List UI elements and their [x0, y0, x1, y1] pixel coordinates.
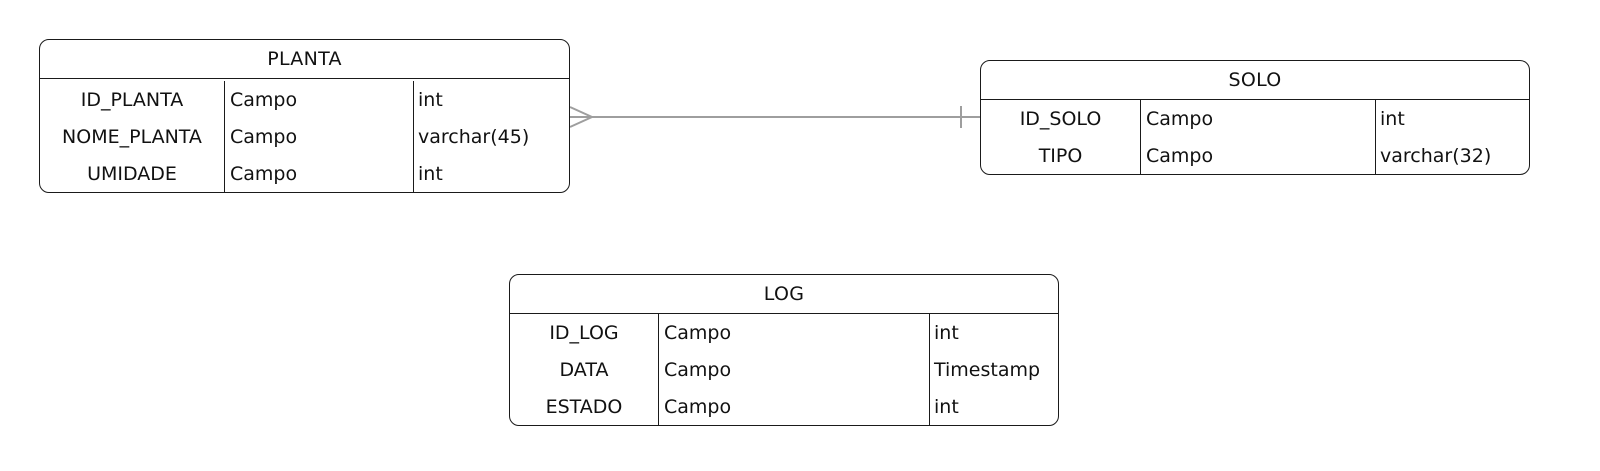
- entity-fields: ID_LOG Campo int DATA Campo Timestamp ES…: [510, 314, 1058, 425]
- field-row[interactable]: DATA Campo Timestamp: [510, 351, 1058, 388]
- field-name: TIPO: [981, 137, 1141, 174]
- field-type: int: [418, 88, 443, 111]
- crows-foot-many-icon: [569, 106, 595, 128]
- entity-planta[interactable]: PLANTA ID_PLANTA Campo int NOME_PLANTA C…: [39, 39, 570, 193]
- entity-fields: ID_PLANTA Campo int NOME_PLANTA Campo va…: [40, 79, 569, 192]
- field-type: varchar(32): [1380, 144, 1492, 167]
- field-row[interactable]: ID_PLANTA Campo int: [40, 81, 569, 118]
- entity-solo[interactable]: SOLO ID_SOLO Campo int TIPO Campo varcha…: [980, 60, 1530, 175]
- field-name: NOME_PLANTA: [40, 118, 225, 155]
- entity-title: SOLO: [981, 61, 1529, 100]
- field-name: ID_PLANTA: [40, 81, 225, 118]
- field-name: UMIDADE: [40, 155, 225, 192]
- field-name: ID_SOLO: [981, 100, 1141, 137]
- field-kind: Campo: [1141, 137, 1376, 174]
- entity-fields: ID_SOLO Campo int TIPO Campo varchar(32): [981, 100, 1529, 174]
- field-kind: Campo: [659, 314, 930, 351]
- field-kind: Campo: [659, 351, 930, 388]
- field-type: Timestamp: [934, 358, 1041, 381]
- field-row[interactable]: TIPO Campo varchar(32): [981, 137, 1529, 174]
- field-row[interactable]: UMIDADE Campo int: [40, 155, 569, 192]
- field-type: varchar(45): [418, 125, 530, 148]
- field-row[interactable]: NOME_PLANTA Campo varchar(45): [40, 118, 569, 155]
- field-row[interactable]: ID_SOLO Campo int: [981, 100, 1529, 137]
- field-row[interactable]: ID_LOG Campo int: [510, 314, 1058, 351]
- field-row[interactable]: ESTADO Campo int: [510, 388, 1058, 425]
- field-type: int: [934, 321, 959, 344]
- entity-log[interactable]: LOG ID_LOG Campo int DATA Campo Timestam…: [509, 274, 1059, 426]
- field-kind: Campo: [1141, 100, 1376, 137]
- field-name: ID_LOG: [510, 314, 659, 351]
- field-type: int: [934, 395, 959, 418]
- field-kind: Campo: [225, 118, 414, 155]
- field-type: int: [1380, 107, 1405, 130]
- field-kind: Campo: [225, 81, 414, 118]
- field-type: int: [418, 162, 443, 185]
- field-name: ESTADO: [510, 388, 659, 425]
- field-name: DATA: [510, 351, 659, 388]
- field-kind: Campo: [225, 155, 414, 192]
- relationship-planta-solo[interactable]: [569, 106, 980, 128]
- entity-title: LOG: [510, 275, 1058, 314]
- entity-title: PLANTA: [40, 40, 569, 79]
- field-kind: Campo: [659, 388, 930, 425]
